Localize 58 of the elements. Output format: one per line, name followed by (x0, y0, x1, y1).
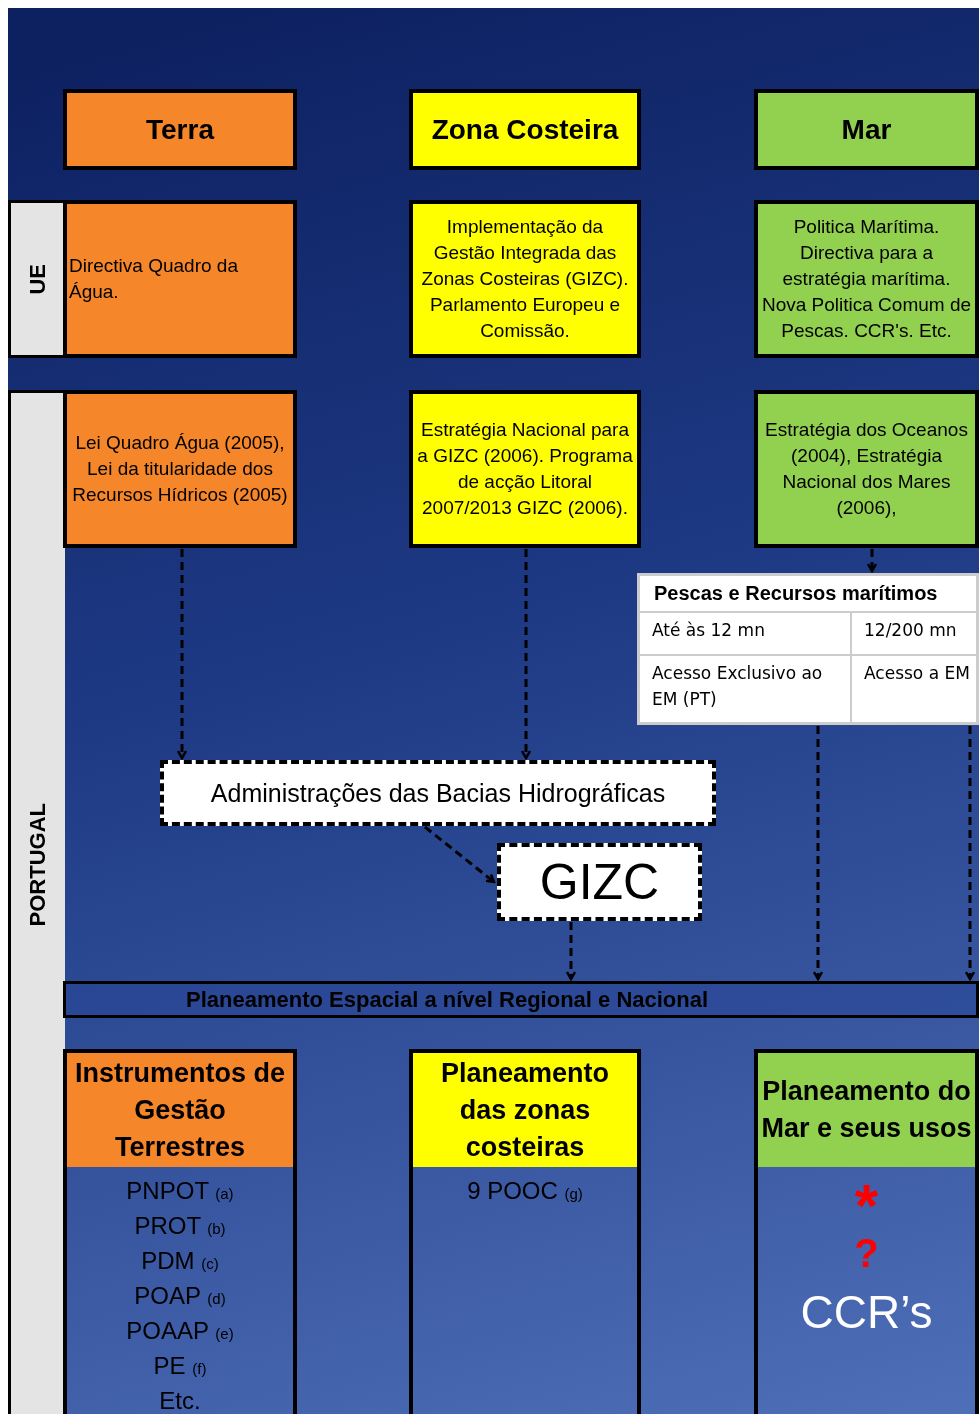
asterisk-mark: * (854, 1183, 879, 1229)
arrow (964, 726, 976, 981)
list-item: POAP (d) (134, 1281, 226, 1311)
arrow (176, 549, 188, 760)
column-header (63, 89, 297, 170)
text-box (409, 200, 641, 358)
table-cell: 12/200 mn (852, 613, 976, 656)
process-box (497, 843, 702, 921)
question-mark: ? (854, 1230, 879, 1277)
column-title: Mar (841, 113, 892, 146)
arrow (565, 922, 577, 981)
description-text: Estratégia Nacional para a GIZC (2006). Programa de acção Litoral 2007/2013 GIZC (2006). (416, 418, 634, 520)
list-item: PNPOT (a) (126, 1176, 234, 1206)
band-label: UE (25, 263, 51, 295)
column-title: Zona Costeira (431, 113, 619, 146)
column-title: Instrumentos de Gestão Terrestres (74, 1056, 286, 1164)
band-label: PORTUGAL (25, 803, 51, 927)
table-header: Pescas e Recursos marítimos (640, 576, 976, 613)
table-cell: Acesso Exclusivo ao EM (PT) (640, 655, 852, 722)
text-box (409, 390, 641, 548)
list-item: PE (f) (153, 1351, 207, 1381)
list-item: PROT (b) (134, 1211, 226, 1241)
band-title: Planeamento Espacial a nível Regional e Nacional (186, 986, 709, 1013)
table-cell: Até às 12 mn (640, 613, 852, 656)
list-item: PDM (c) (141, 1246, 219, 1276)
description-text: Estratégia dos Oceanos (2004), Estratégia Nacional dos Mares (2006), (764, 418, 969, 520)
list-item: POAAP (e) (126, 1316, 234, 1346)
side-band (8, 200, 65, 358)
arrow (866, 549, 878, 573)
description-text: Lei Quadro Água (2005), Lei da titularidade dos Recursos Hídricos (2005) (71, 431, 289, 507)
column-title: Planeamento do Mar e seus usos (760, 1075, 973, 1145)
list-item: Etc. (159, 1386, 201, 1414)
text-box (754, 200, 979, 358)
column-title: Planeamento das zonas costeiras (439, 1056, 611, 1164)
data-table (637, 573, 979, 725)
description-text: Politica Marítima. Directiva para a estratégia marítima. Nova Politica Comum de Pescas. CCR's. Etc. (760, 215, 973, 343)
description-text: Implementação da Gestão Integrada das Zonas Costeiras (GIZC). Parlamento Europeu e Comissão. (420, 215, 630, 343)
description-text: Directiva Quadro da Água. (69, 254, 239, 304)
text-box (63, 200, 297, 358)
box-label: Administrações das Bacias Hidrográficas (210, 778, 666, 808)
column-title: Terra (146, 113, 214, 146)
column-panel (63, 1049, 297, 1414)
text-box (63, 390, 297, 548)
box-title: GIZC (539, 853, 660, 911)
arrow (424, 825, 496, 884)
text-box (754, 390, 979, 548)
list-item: 9 POOC (g) (467, 1176, 583, 1206)
side-band (8, 390, 65, 1414)
process-box (160, 760, 716, 826)
arrow (812, 726, 824, 981)
column-panel (409, 1049, 641, 1414)
table-cell-text: Acesso a EM (863, 661, 971, 685)
section-band (63, 981, 979, 1018)
arrow (520, 549, 532, 760)
column-panel (754, 1049, 979, 1414)
column-header (754, 89, 979, 170)
item-text: CCR’s (800, 1285, 933, 1340)
column-header (409, 89, 641, 170)
